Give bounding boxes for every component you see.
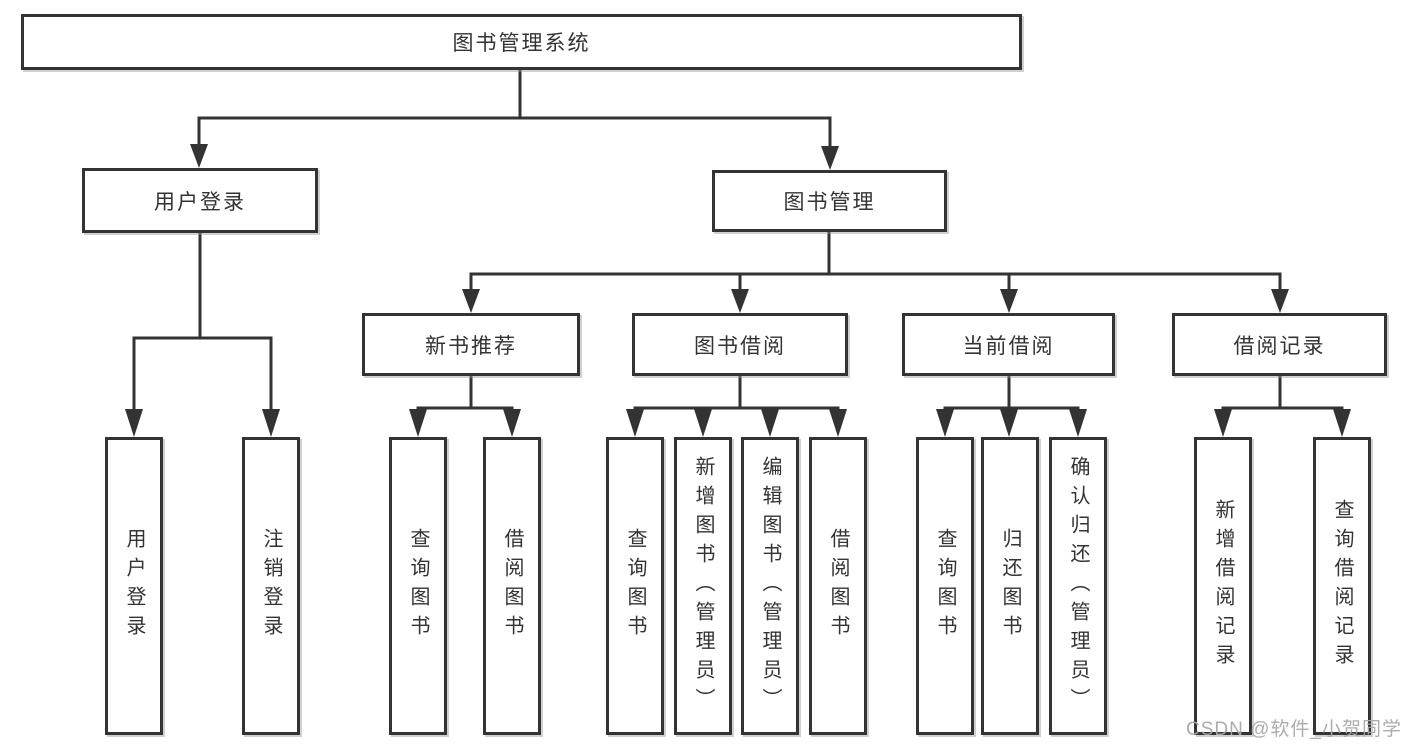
node-label: 用户登录 [154,190,246,214]
connector-line [416,406,514,410]
connector-line [197,116,832,148]
node-book-borrowing: 图书借阅 [632,313,848,376]
connector-line [633,406,840,410]
leaf-logout: 注销登录 [242,437,300,735]
arrowhead-icon [1000,409,1018,437]
node-user-login: 用户登录 [82,168,318,233]
node-label: 新增图书（管理员） [692,455,714,717]
leaf-confirm-return-admin: 确认归还（管理员） [1049,437,1107,735]
leaf-user-login: 用户登录 [105,437,163,735]
leaf-add-borrow-record: 新增借阅记录 [1194,437,1252,735]
arrowhead-icon [821,146,839,170]
node-label: 确认归还（管理员） [1067,455,1089,717]
arrowhead-icon [626,409,644,437]
node-label: 图书借阅 [694,334,786,358]
connector-line [943,406,1080,410]
leaf-query-borrow-record: 查询借阅记录 [1313,437,1371,735]
leaf-return-books: 归还图书 [981,437,1039,735]
connector-line [1221,406,1344,410]
leaf-query-books-current: 查询图书 [916,437,974,735]
leaf-edit-books-admin: 编辑图书（管理员） [741,437,799,735]
node-label: 归还图书 [999,528,1021,644]
node-label: 注销登录 [260,528,282,644]
node-label: 借阅记录 [1233,334,1326,358]
leaf-query-books-recommend: 查询图书 [389,437,447,735]
leaf-borrow-books-borrowing: 借阅图书 [809,437,867,735]
node-label: 新书推荐 [425,334,517,358]
arrowhead-icon [1214,409,1232,437]
node-label: 借阅图书 [827,528,849,644]
arrowhead-icon [1271,289,1289,313]
connector-line [132,336,273,409]
leaf-borrow-books-recommend: 借阅图书 [483,437,541,735]
node-label: 查询图书 [934,528,956,644]
node-label: 借阅图书 [501,528,523,644]
node-label: 查询借阅记录 [1331,499,1353,673]
node-label: 查询图书 [624,528,646,644]
arrowhead-icon [761,409,779,437]
arrowhead-icon [503,409,521,437]
arrowhead-icon [694,409,712,437]
arrowhead-icon [125,409,143,437]
node-new-book-recommend: 新书推荐 [362,313,580,376]
csdn-watermark: CSDN @软件_小贺同学 [1186,719,1402,740]
arrowhead-icon [1333,409,1351,437]
node-label: 新增借阅记录 [1212,499,1234,673]
arrowhead-icon [936,409,954,437]
node-label: 当前借阅 [962,334,1055,358]
arrowhead-icon [829,409,847,437]
node-borrow-records: 借阅记录 [1172,313,1387,376]
node-label: 查询图书 [407,528,429,644]
arrowhead-icon [1069,409,1087,437]
node-label: 编辑图书（管理员） [759,455,781,717]
leaf-add-books-admin: 新增图书（管理员） [674,437,732,735]
arrowhead-icon [462,289,480,313]
arrowhead-icon [190,144,208,168]
node-root-library-system: 图书管理系统 [21,14,1022,70]
connector-line [469,272,1282,291]
node-label: 用户登录 [123,528,145,644]
node-label: 图书管理 [783,191,876,214]
leaf-query-books-borrowing: 查询图书 [606,437,664,735]
arrowhead-icon [731,289,749,313]
arrowhead-icon [1000,289,1018,313]
node-current-borrowing: 当前借阅 [902,313,1115,376]
node-label: 图书管理系统 [452,32,591,55]
arrowhead-icon [409,409,427,437]
node-book-management: 图书管理 [712,170,947,232]
arrowhead-icon [262,409,280,437]
